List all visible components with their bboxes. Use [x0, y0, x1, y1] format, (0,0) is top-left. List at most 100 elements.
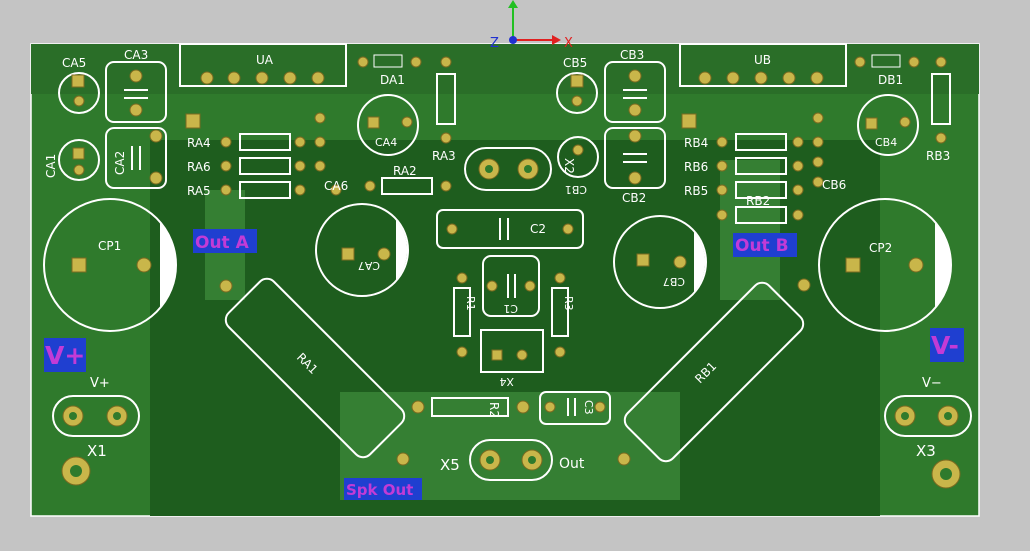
net-label-spk-out: Spk Out [344, 478, 422, 500]
cb7-label: CB7 [663, 275, 685, 288]
cap-cb4[interactable]: CB4 [857, 94, 919, 156]
cap-cb1[interactable]: CB1 [557, 136, 599, 196]
resistor-rb2[interactable]: RB2 [716, 194, 804, 224]
ra4-label: RA4 [187, 136, 211, 150]
resistor-rb3[interactable]: RB3 [926, 56, 951, 163]
x5-label: X5 [440, 456, 460, 474]
resistor-rb4[interactable]: RB4 [681, 113, 804, 151]
c1-label: C1 [503, 302, 518, 315]
cp2-label: CP2 [869, 241, 892, 255]
c3-label: C3 [582, 400, 595, 415]
axis-z-label: Z [490, 36, 499, 51]
ra6-label: RA6 [187, 160, 211, 174]
r1-label: R1 [464, 296, 477, 311]
cap-c1[interactable]: C1 [482, 255, 540, 317]
ca6-label: CA6 [324, 179, 348, 193]
ua-label: UA [256, 53, 274, 67]
resistor-ra2[interactable]: RA2 [364, 164, 452, 195]
ca3-label: CA3 [124, 48, 148, 62]
svg-text:Out B: Out B [735, 236, 789, 256]
cap-cb7[interactable]: CB7 [613, 215, 707, 309]
resistor-ra6[interactable]: RA6 [187, 157, 306, 175]
rb6-label: RB6 [684, 160, 708, 174]
resistor-r3[interactable]: R3 [551, 272, 575, 358]
resistor-rb6[interactable]: RB6 [684, 157, 804, 175]
resistor-ra3[interactable]: RA3 [432, 56, 456, 163]
x4-label: X4 [499, 375, 514, 388]
connector-x2[interactable]: X2 [464, 147, 576, 191]
svg-text:Spk Out: Spk Out [346, 481, 413, 499]
cap-ca1[interactable]: CA1 [44, 139, 100, 181]
pads-small [314, 112, 342, 196]
cb6-label: CB6 [822, 178, 846, 192]
rb4-label: RB4 [684, 136, 708, 150]
connector-x5[interactable]: X5 Out [440, 439, 585, 481]
pads-small-b [812, 112, 824, 188]
resistor-ra5[interactable]: RA5 [187, 181, 306, 199]
cb4-label: CB4 [875, 136, 897, 149]
cp1-label: CP1 [98, 239, 121, 253]
cap-ca5[interactable]: CA5 [58, 56, 100, 114]
vplus-silk: V+ [90, 376, 110, 391]
cap-ca3[interactable]: CA3 [105, 48, 167, 123]
ca1-label: CA1 [44, 154, 58, 178]
cap-cp1[interactable]: CP1 [43, 198, 177, 332]
rb5-label: RB5 [684, 184, 708, 198]
cap-ca4[interactable]: CA4 [357, 94, 419, 156]
ca2-label: CA2 [113, 151, 127, 175]
svg-text:V-: V- [931, 331, 959, 360]
vminus-silk: V− [922, 376, 942, 391]
ca4-label: CA4 [375, 136, 397, 149]
cap-ca7[interactable]: CA7 [315, 203, 409, 297]
svg-text:V+: V+ [45, 341, 85, 370]
header-ub[interactable]: UB [679, 43, 847, 87]
net-label-out-b: Out B [733, 233, 797, 257]
header-ua[interactable]: UA [179, 43, 347, 87]
cb5-label: CB5 [563, 56, 587, 70]
out-silk: Out [559, 456, 585, 472]
resistor-rb5[interactable]: RB5 [684, 181, 804, 199]
cap-c2[interactable]: C2 [436, 209, 584, 249]
ra2-label: RA2 [393, 164, 417, 178]
resistor-ra4[interactable]: RA4 [185, 113, 306, 151]
ra5-label: RA5 [187, 184, 211, 198]
r2-label: R2 [487, 402, 501, 418]
x3-label: X3 [916, 442, 936, 460]
c2-label: C2 [530, 222, 546, 236]
resistor-r2[interactable]: R2 [411, 397, 530, 418]
svg-text:Out A: Out A [195, 233, 250, 253]
r3-label: R3 [562, 296, 575, 311]
rb3-label: RB3 [926, 149, 950, 163]
diode-da1[interactable]: DA1 [357, 54, 422, 87]
cap-cb2[interactable]: CB2 [604, 127, 666, 205]
x2-label: X2 [562, 158, 576, 174]
axis-x-label: X [564, 36, 573, 51]
connector-x3[interactable]: V− X3 [884, 376, 972, 489]
rb2-label: RB2 [746, 194, 770, 208]
net-label-out-a: Out A [193, 229, 257, 253]
cap-cb3[interactable]: CB3 [604, 48, 666, 123]
ca7-label: CA7 [358, 259, 380, 272]
ca5-label: CA5 [62, 56, 86, 70]
cap-ca2[interactable]: CA2 [105, 127, 167, 189]
net-label-v-minus: V- [930, 328, 964, 362]
da1-label: DA1 [380, 73, 405, 87]
cb3-label: CB3 [620, 48, 644, 62]
x1-label: X1 [87, 442, 107, 460]
cb2-label: CB2 [622, 191, 646, 205]
resistor-r1[interactable]: R1 [453, 272, 477, 358]
connector-x1[interactable]: V+ X1 [52, 376, 140, 486]
axis-triad[interactable]: Z X [490, 0, 573, 51]
net-label-v-plus: V+ [44, 338, 86, 372]
cap-cp2[interactable]: CP2 [818, 198, 952, 332]
diode-db1[interactable]: DB1 [854, 54, 920, 87]
cap-cb5[interactable]: CB5 [556, 56, 598, 114]
cap-c3[interactable]: C3 [539, 391, 611, 425]
db1-label: DB1 [878, 73, 903, 87]
ub-label: UB [754, 53, 771, 67]
cb1-label: CB1 [565, 183, 587, 196]
ra3-label: RA3 [432, 149, 456, 163]
connector-x4[interactable]: X4 [480, 329, 544, 388]
